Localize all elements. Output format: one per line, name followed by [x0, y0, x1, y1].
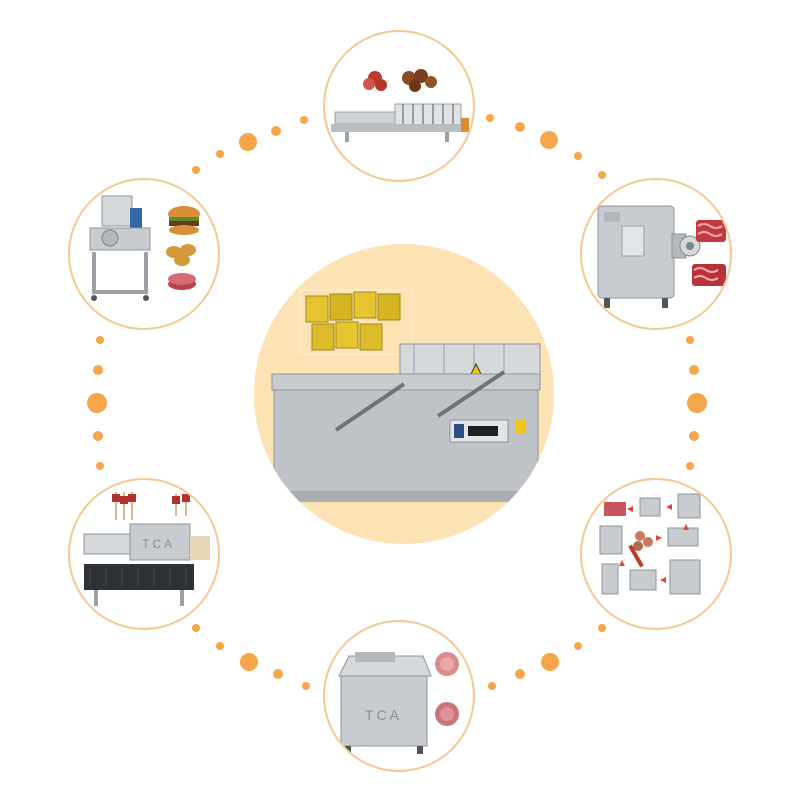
- brand-label-skewer-machine: TCA: [142, 537, 175, 551]
- node-bottom-left: TCA: [68, 478, 220, 630]
- meatball-forming-line-icon: [331, 69, 469, 142]
- skewer-machine-icon: TCA: [83, 492, 210, 606]
- vacuum-packaging-machine-icon: [271, 289, 541, 509]
- meat-grinder-icon: [597, 205, 726, 308]
- burger-patty-former-icon: [89, 195, 200, 301]
- node-top-left: [68, 178, 220, 330]
- node-bottom: TCA: [323, 620, 475, 772]
- node-top: [323, 30, 475, 182]
- bowl-cutter-icon: TCA: [338, 652, 459, 754]
- center-hub: [254, 244, 554, 544]
- vacuum-packed-products: [299, 289, 413, 355]
- brand-label-bowl-cutter: TCA: [365, 707, 402, 723]
- node-bottom-right: [580, 478, 732, 630]
- node-top-right: [580, 178, 732, 330]
- sausage-process-flow-icon: [599, 493, 701, 595]
